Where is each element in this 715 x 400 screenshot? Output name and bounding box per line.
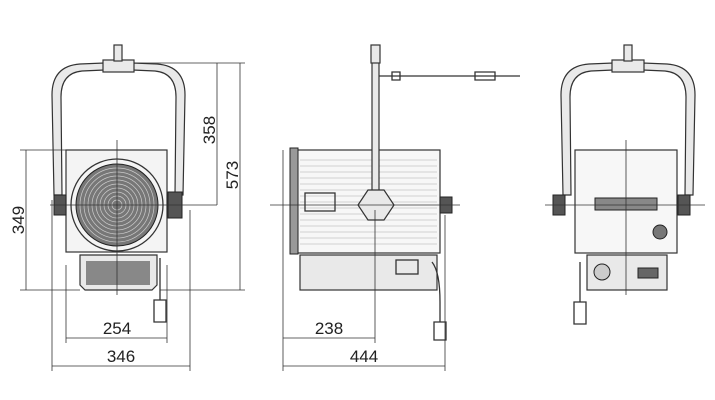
side-ballast [299, 254, 438, 291]
dim-body-height: 349 [9, 206, 28, 234]
center-lines [50, 140, 705, 295]
ballast-vent [86, 261, 150, 285]
side-switch [395, 259, 419, 275]
rear-view [552, 44, 696, 325]
dim-overall-width: 346 [107, 347, 135, 366]
front-ring [289, 147, 299, 255]
dimension-lines [20, 62, 446, 371]
power-cable [153, 258, 167, 323]
pole-top [370, 44, 381, 64]
dim-overall-height: 573 [223, 161, 242, 189]
dim-yoke-height: 358 [200, 116, 219, 144]
front-view [51, 44, 186, 323]
rear-spigot [623, 44, 633, 62]
dim-body-width: 254 [103, 319, 131, 338]
side-label [304, 192, 336, 212]
rear-cable [573, 262, 587, 325]
spigot [113, 44, 123, 62]
rear-dial [652, 224, 668, 240]
dim-front-to-pivot: 238 [315, 319, 343, 338]
rear-clamp [611, 59, 645, 73]
power-inlet [593, 263, 611, 281]
pole-arm [379, 71, 520, 81]
pole [371, 61, 380, 193]
display [637, 267, 659, 279]
side-view [289, 44, 520, 341]
dim-overall-depth: 444 [350, 347, 378, 366]
yoke-clamp [102, 59, 135, 73]
side-cable [431, 261, 447, 341]
